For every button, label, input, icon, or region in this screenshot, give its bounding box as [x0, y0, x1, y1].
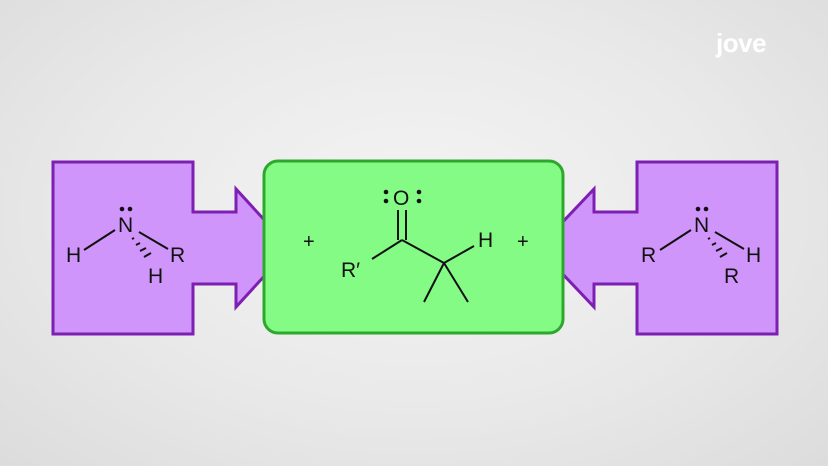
right-amine-arrow [535, 160, 779, 336]
lone-pair-dot [695, 206, 701, 212]
lone-pair-dot [416, 198, 422, 204]
lone-pair-dot [383, 189, 389, 195]
carbonyl-molecule: O R′ H [341, 187, 493, 303]
lone-pair-dot [416, 189, 422, 195]
plus-sign-right: + [517, 231, 529, 253]
hydrogen-atom: H [478, 229, 493, 252]
bond [714, 231, 745, 250]
dashed-bond [707, 237, 728, 258]
bond [443, 262, 469, 303]
r-group: R [170, 244, 185, 267]
bond [371, 239, 403, 260]
jove-logo: jove [715, 28, 767, 58]
lone-pair-dot [703, 206, 709, 212]
right-amine-molecule: N R H R [641, 206, 761, 288]
hydrogen-atom: H [66, 244, 81, 267]
bond [423, 262, 445, 303]
bond [138, 231, 169, 250]
bond [83, 229, 116, 251]
lone-pair-dot [127, 206, 133, 212]
hydrogen-atom: H [746, 244, 761, 267]
nitrogen-atom: N [118, 214, 133, 237]
r-prime-group: R′ [341, 259, 360, 282]
lone-pair-dot [383, 198, 389, 204]
r-group: R [724, 265, 739, 288]
plus-sign-left: + [303, 231, 315, 253]
bond [401, 239, 445, 264]
hydrogen-atom: H [148, 265, 163, 288]
dashed-bond [131, 237, 152, 258]
nitrogen-atom: N [694, 214, 709, 237]
r-group: R [641, 244, 656, 267]
jove-logo-text: jove [715, 28, 766, 58]
oxygen-atom: O [393, 187, 409, 210]
bond [659, 229, 692, 251]
bond [443, 245, 475, 264]
lone-pair-dot [119, 206, 125, 212]
left-amine-molecule: N H H R [66, 206, 185, 288]
